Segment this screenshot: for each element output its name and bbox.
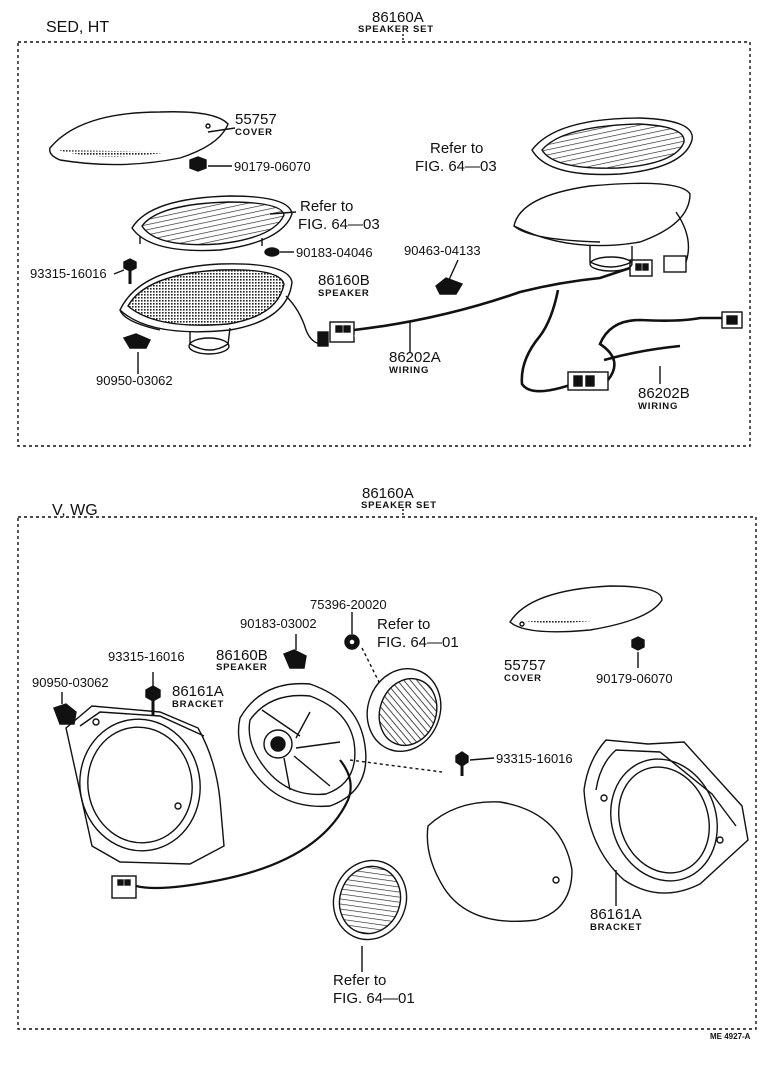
bottom-bracket1-name: BRACKET xyxy=(172,699,225,710)
top-clip-part xyxy=(264,247,280,257)
bottom-screw1-number: 93315-16016 xyxy=(108,649,185,664)
bottom-set-name: SPEAKER SET xyxy=(361,500,437,511)
bottom-clip-part xyxy=(53,703,77,725)
top-grille-right xyxy=(531,117,693,176)
bottom-nut-part xyxy=(631,636,645,651)
bottom-set-number: 86160A xyxy=(362,485,414,502)
top-set-name: SPEAKER SET xyxy=(358,24,434,35)
bottom-refer2-line1: Refer to xyxy=(333,972,387,989)
bottom-round-grille-2 xyxy=(332,859,408,941)
bottom-connector xyxy=(111,875,137,899)
top-section-border xyxy=(17,41,751,447)
top-speaker-right xyxy=(513,182,691,272)
bottom-grommet-part xyxy=(344,634,360,650)
bottom-nut-number: 90179-06070 xyxy=(596,671,673,686)
bottom-clip1-number: 90183-03002 xyxy=(240,616,317,631)
bottom-cover-part xyxy=(509,585,663,633)
bottom-bracket-left xyxy=(65,705,225,865)
top-cover-name: COVER xyxy=(235,127,273,138)
top-set-number: 86160A xyxy=(372,9,424,26)
top-speaker-name: SPEAKER xyxy=(318,288,370,299)
top-refer2-line1: Refer to xyxy=(300,198,354,215)
top-clip1-number: 90183-04046 xyxy=(296,245,373,260)
bottom-grommet-number: 75396-20020 xyxy=(310,597,387,612)
bottom-bracket2-name: BRACKET xyxy=(590,922,643,933)
top-speaker-part xyxy=(119,263,329,355)
top-speaker-number: 86160B xyxy=(318,272,370,289)
top-wiring-b-number: 86202B xyxy=(638,385,690,402)
top-clamp-number: 90463-04133 xyxy=(404,243,481,258)
top-screw-number: 93315-16016 xyxy=(30,266,107,281)
bottom-speaker-name: SPEAKER xyxy=(216,662,268,673)
bottom-refer1-line1: Refer to xyxy=(377,616,431,633)
top-wiring-a-number: 86202A xyxy=(389,349,441,366)
bottom-screw-right xyxy=(455,751,469,776)
top-wiring-a-part xyxy=(329,255,687,393)
bottom-screw2-number: 93315-16016 xyxy=(496,751,573,766)
bottom-refer2-line2: FIG. 64—01 xyxy=(333,990,415,1007)
bottom-bracket1-number: 86161A xyxy=(172,683,224,700)
bottom-clip2-number: 90950-03062 xyxy=(32,675,109,690)
top-clip2-number: 90950-03062 xyxy=(96,373,173,388)
bottom-section-border xyxy=(17,516,757,1030)
top-refer2-line2: FIG. 64—03 xyxy=(298,216,380,233)
bottom-speaker-part xyxy=(135,682,367,890)
top-wiring-b-name: WIRING xyxy=(638,401,679,412)
bottom-bracket2-number: 86161A xyxy=(590,906,642,923)
top-clamp-part xyxy=(435,259,464,295)
bottom-speaker-number: 86160B xyxy=(216,647,268,664)
bottom-round-grille xyxy=(366,667,442,753)
top-section-title: SED, HT xyxy=(46,19,110,36)
bottom-cover-name: COVER xyxy=(504,673,542,684)
top-nut-number: 90179-06070 xyxy=(234,159,311,174)
top-screw-part xyxy=(123,258,137,284)
top-refer1-line1: Refer to xyxy=(430,140,484,157)
bottom-bracket-right xyxy=(583,739,749,894)
top-nut-part xyxy=(189,156,207,172)
bottom-section-title: V, WG xyxy=(52,502,98,519)
top-refer1-line2: FIG. 64—03 xyxy=(415,158,497,175)
top-grille-left xyxy=(131,195,293,252)
top-wiring-a-name: WIRING xyxy=(389,365,430,376)
bottom-refer1-line2: FIG. 64—01 xyxy=(377,634,459,651)
footer-code: ME 4927-A xyxy=(710,1032,751,1041)
bottom-panel-part xyxy=(426,801,573,923)
top-wiring-b-part xyxy=(567,311,743,391)
top-cover-part xyxy=(49,111,229,166)
bottom-cover-number: 55757 xyxy=(504,657,546,674)
top-clip2-part xyxy=(122,333,151,349)
top-cover-number: 55757 xyxy=(235,111,277,128)
bottom-clip1-part xyxy=(283,649,307,669)
